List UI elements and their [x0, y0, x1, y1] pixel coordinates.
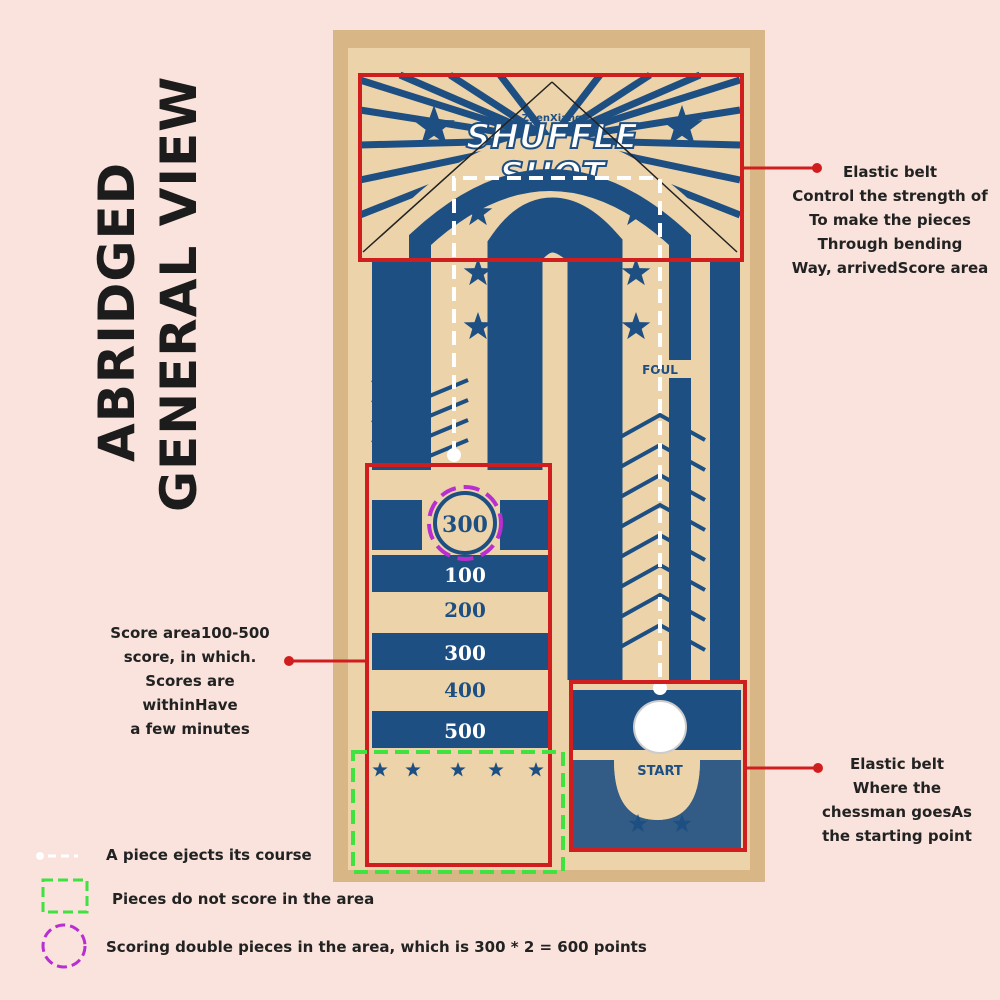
score-100: 100 [444, 563, 486, 587]
legend-double-text: Scoring double pieces in the area, which… [106, 938, 647, 956]
start-area-highlight [569, 680, 747, 852]
no-score-highlight [351, 750, 565, 874]
course-start-dot [447, 448, 461, 462]
brand-text: ZhenXiang [522, 113, 582, 124]
callout-dot [812, 163, 822, 173]
double-score-ring [427, 485, 503, 561]
score-400: 400 [444, 678, 486, 702]
annotation-line: Way, arrivedScore area [791, 259, 989, 277]
eject-course-path [452, 176, 662, 688]
legend-green-box [41, 878, 89, 914]
annotation-line: Score area100-500 [110, 624, 270, 642]
annotation-line: Control the strength of [792, 187, 988, 205]
annotation-line: withinHave [142, 696, 238, 714]
callout-dot [813, 763, 823, 773]
foul-label: FOUL [642, 363, 678, 377]
score-area-highlight [365, 463, 552, 867]
annotation-line: score, in which. [123, 648, 257, 666]
logo-line-1: SHUFFLE [466, 117, 638, 157]
annotation-line: Through bending [817, 235, 963, 253]
puck [633, 700, 687, 754]
annotation-line: Scores are [145, 672, 235, 690]
legend-purple-circle [41, 923, 87, 969]
score-500: 500 [444, 719, 486, 743]
annotation-line: Where the [852, 779, 942, 797]
annotation-line: the starting point [822, 827, 972, 845]
annotation-line: Elastic belt [842, 163, 938, 181]
annotation-line: To make the pieces [809, 211, 971, 229]
annotation-line: a few minutes [130, 720, 250, 738]
legend-no-score-text: Pieces do not score in the area [112, 890, 375, 908]
legend-course-marker [36, 852, 78, 860]
legend-course-text: A piece ejects its course [106, 846, 312, 864]
score-area-annotation: Score area100-500 score, in which. Score… [100, 621, 280, 741]
score-200: 200 [444, 598, 486, 622]
elastic-start-annotation: Elastic belt Where the chessman goesAs t… [812, 752, 982, 848]
annotation-line: chessman goesAs [822, 803, 972, 821]
start-label: START [637, 764, 683, 779]
callout-dot [284, 656, 294, 666]
elastic-top-annotation: Elastic belt Control the strength of To … [780, 160, 1000, 280]
score-300: 300 [444, 641, 486, 665]
bonus-300-label: 300 [442, 512, 488, 538]
course-end-dot [653, 681, 667, 695]
annotation-line: Elastic belt [849, 755, 945, 773]
